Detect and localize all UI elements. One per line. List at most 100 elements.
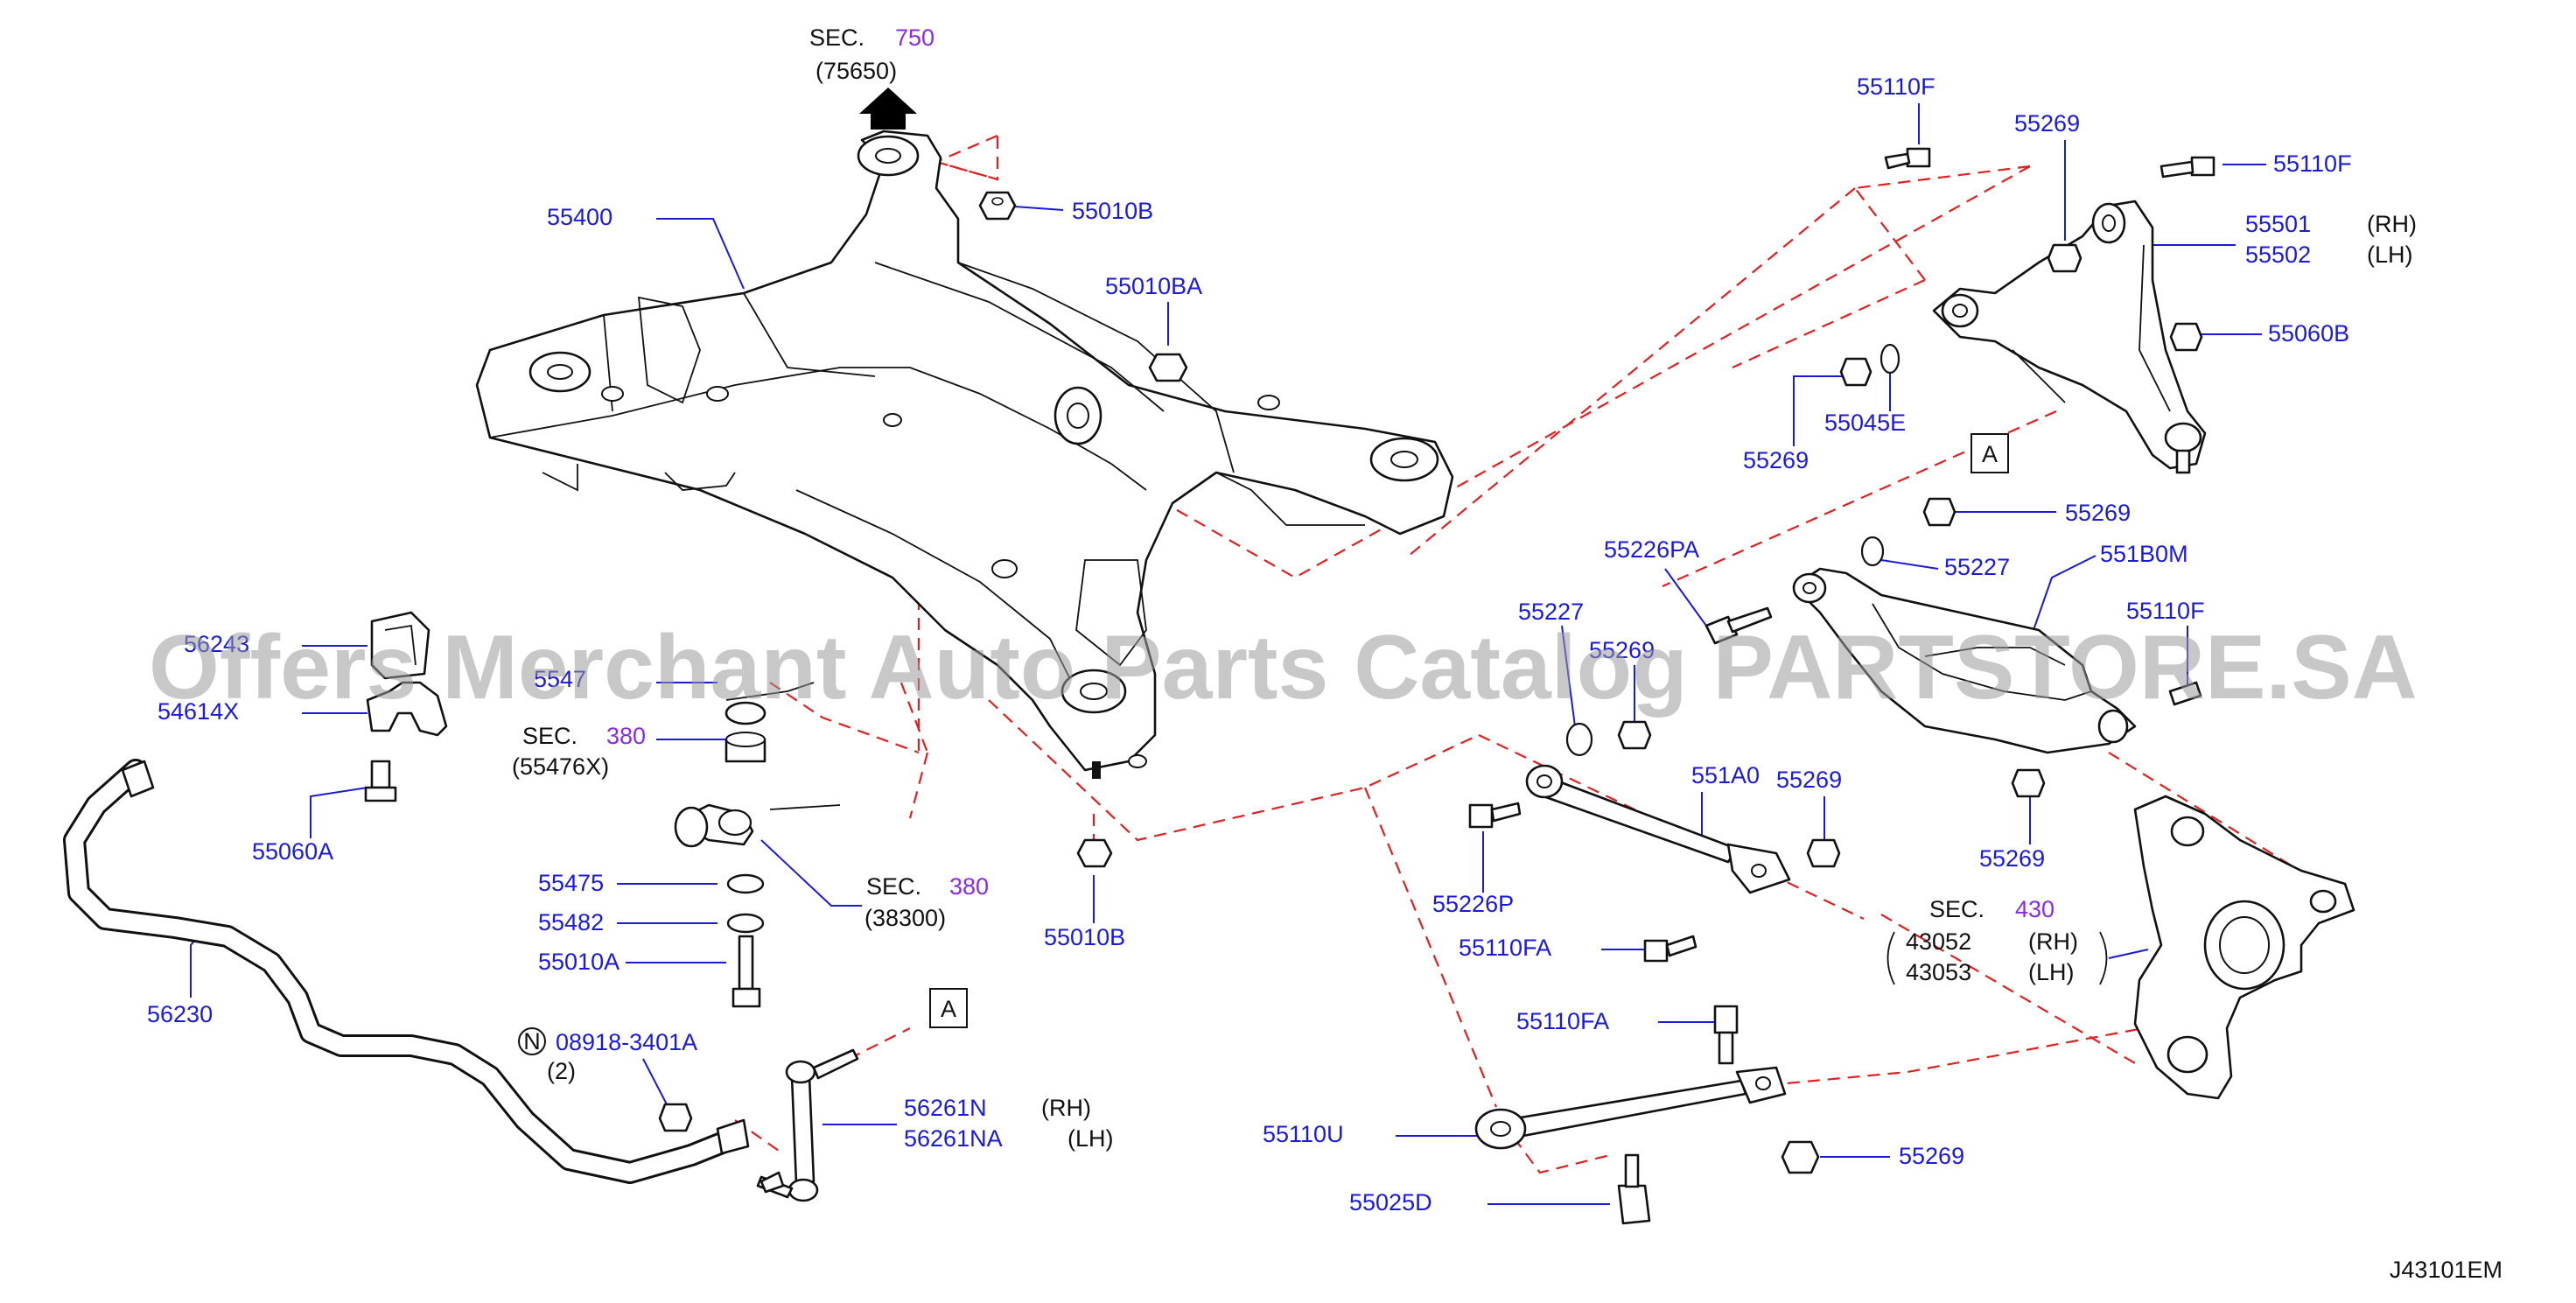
brace-right: [2099, 931, 2108, 985]
washer-55482: [726, 913, 765, 934]
bolt-55110F-a: [1906, 147, 1931, 168]
nut-55269-partial: [1617, 720, 1652, 750]
label-55110F-a: 55110F: [1857, 74, 1936, 100]
sec-380-low-ref: (38300): [864, 905, 946, 931]
label-56261N: 56261N: [904, 1095, 987, 1121]
label-43053-lh: (LH): [2028, 959, 2075, 985]
label-55269-a: 55269: [2014, 110, 2080, 137]
bolt-55025D: [1617, 1184, 1651, 1225]
label-55110U: 55110U: [1263, 1121, 1344, 1147]
label-55010B-top: 55010B: [1072, 198, 1153, 224]
section-750-callout: SEC. 750 (75650): [809, 25, 934, 130]
label-55502-lh: (LH): [2367, 242, 2413, 268]
note-n-mark: N: [523, 1028, 541, 1054]
label-55269-e: 55269: [1776, 767, 1842, 793]
leader-08918: [642, 1058, 668, 1105]
bushing-upper: [724, 701, 766, 725]
washer-55045E: [1880, 343, 1900, 375]
nut-55269-b: [1839, 357, 1872, 387]
label-55400: 55400: [547, 204, 612, 230]
label-55502: 55502: [2245, 242, 2311, 268]
label-55269-d: 55269: [1979, 845, 2045, 872]
ref-box-a-left-label: A: [941, 996, 956, 1022]
label-55269-partial: 55269: [1589, 637, 1655, 663]
label-55045E: 55045E: [1824, 410, 1906, 436]
ref-box-a-left: [929, 988, 968, 1028]
nut-55269-e: [1806, 838, 1841, 868]
label-43053: 43053: [1906, 959, 1971, 985]
label-54614X: 54614X: [158, 698, 239, 725]
nut-55010BA: [1148, 353, 1188, 382]
label-55482: 55482: [538, 909, 604, 935]
section-430-callout: SEC. 430 43052 43053 (RH) (LH): [1886, 896, 2149, 985]
washer-55227-b: [1860, 536, 1885, 567]
label-56230: 56230: [147, 1001, 213, 1027]
sec-750-number: 750: [895, 25, 934, 51]
leader-43052: [2108, 949, 2149, 959]
label-55110F-b: 55110F: [2273, 151, 2352, 177]
washer-55475: [726, 873, 765, 894]
label-55501: 55501: [2245, 211, 2311, 237]
label-56261N-rh: (RH): [1041, 1095, 1091, 1121]
label-55227-a: 55227: [1518, 599, 1584, 625]
up-arrow-icon: [859, 88, 917, 130]
leader-55227-b: [1880, 559, 1939, 570]
label-qty-2: (2): [547, 1058, 576, 1084]
label-55226PA: 55226PA: [1604, 536, 1699, 563]
note-n-circle: [518, 1027, 546, 1055]
label-43052: 43052: [1906, 928, 1971, 955]
knuckle-43052: [2133, 795, 2356, 1100]
label-56261NA: 56261NA: [904, 1125, 1003, 1152]
lower-arm-551B0M: [1792, 567, 2137, 754]
nut-55060B: [2169, 322, 2203, 352]
bolt-55110FA-a: [1643, 939, 1669, 963]
section-380-mid-callout: SEC. 380 (55476X): [512, 723, 726, 780]
leader-sec-380-low: [760, 839, 862, 907]
label-55060A: 55060A: [252, 838, 333, 865]
label-5547-partial: 5547: [534, 666, 586, 692]
bolt-55110FA-b: [1713, 1005, 1739, 1034]
label-55501-rh: (RH): [2367, 211, 2417, 237]
label-55010A: 55010A: [538, 949, 620, 975]
label-551A0: 551A0: [1691, 762, 1760, 788]
leader-55227-a: [1561, 625, 1576, 727]
label-55110FA-b: 55110FA: [1516, 1008, 1609, 1034]
bracket-54614X: [366, 681, 448, 737]
nut-55010B-bottom: [1076, 838, 1113, 868]
bolt-55110F-b: [2190, 156, 2216, 177]
label-55269-f: 55269: [1899, 1143, 1964, 1169]
sec-380-low-prefix: SEC.: [866, 873, 921, 900]
nut-55269-a: [2047, 243, 2082, 273]
fasteners: [658, 147, 2216, 1225]
label-55010BA: 55010BA: [1105, 273, 1202, 299]
label-55010B-bottom: 55010B: [1044, 924, 1125, 950]
sec-750-prefix: SEC.: [809, 25, 864, 51]
nut-55269-f: [1781, 1140, 1820, 1174]
sec-430-prefix: SEC.: [1929, 896, 1984, 922]
bolt-55110F-c: [2168, 681, 2202, 706]
stabilizer-bar-56230: [63, 759, 750, 1184]
ref-box-a-right: [1970, 433, 2009, 473]
leader-55400: [656, 218, 745, 290]
label-56261NA-lh: (LH): [1068, 1125, 1114, 1152]
nut-55269-d: [2011, 768, 2046, 798]
lateral-link-55110U: [1474, 1066, 1787, 1150]
leader-55226PA: [1664, 568, 1707, 627]
brace-left: [1886, 931, 1895, 985]
leader-55269-b: [1793, 375, 1842, 446]
nut-08918: [658, 1103, 693, 1132]
stabilizer-link-56261N: [756, 1048, 859, 1202]
label-55226P: 55226P: [1432, 891, 1514, 917]
label-08918-3401A: 08918-3401A: [556, 1029, 697, 1055]
sec-380-low-number: 380: [949, 873, 989, 900]
label-551B0M: 551B0M: [2100, 541, 2188, 567]
link-bushing-stack: [674, 682, 841, 1008]
bolt-55010A: [738, 935, 754, 991]
label-55269-c: 55269: [2065, 500, 2131, 526]
label-55269-b: 55269: [1743, 447, 1809, 473]
nut-55010B-top: [978, 191, 1017, 221]
label-55060B: 55060B: [2268, 320, 2349, 347]
sec-380-mid-ref: (55476X): [512, 753, 609, 780]
sec-380-mid-prefix: SEC.: [522, 723, 578, 749]
